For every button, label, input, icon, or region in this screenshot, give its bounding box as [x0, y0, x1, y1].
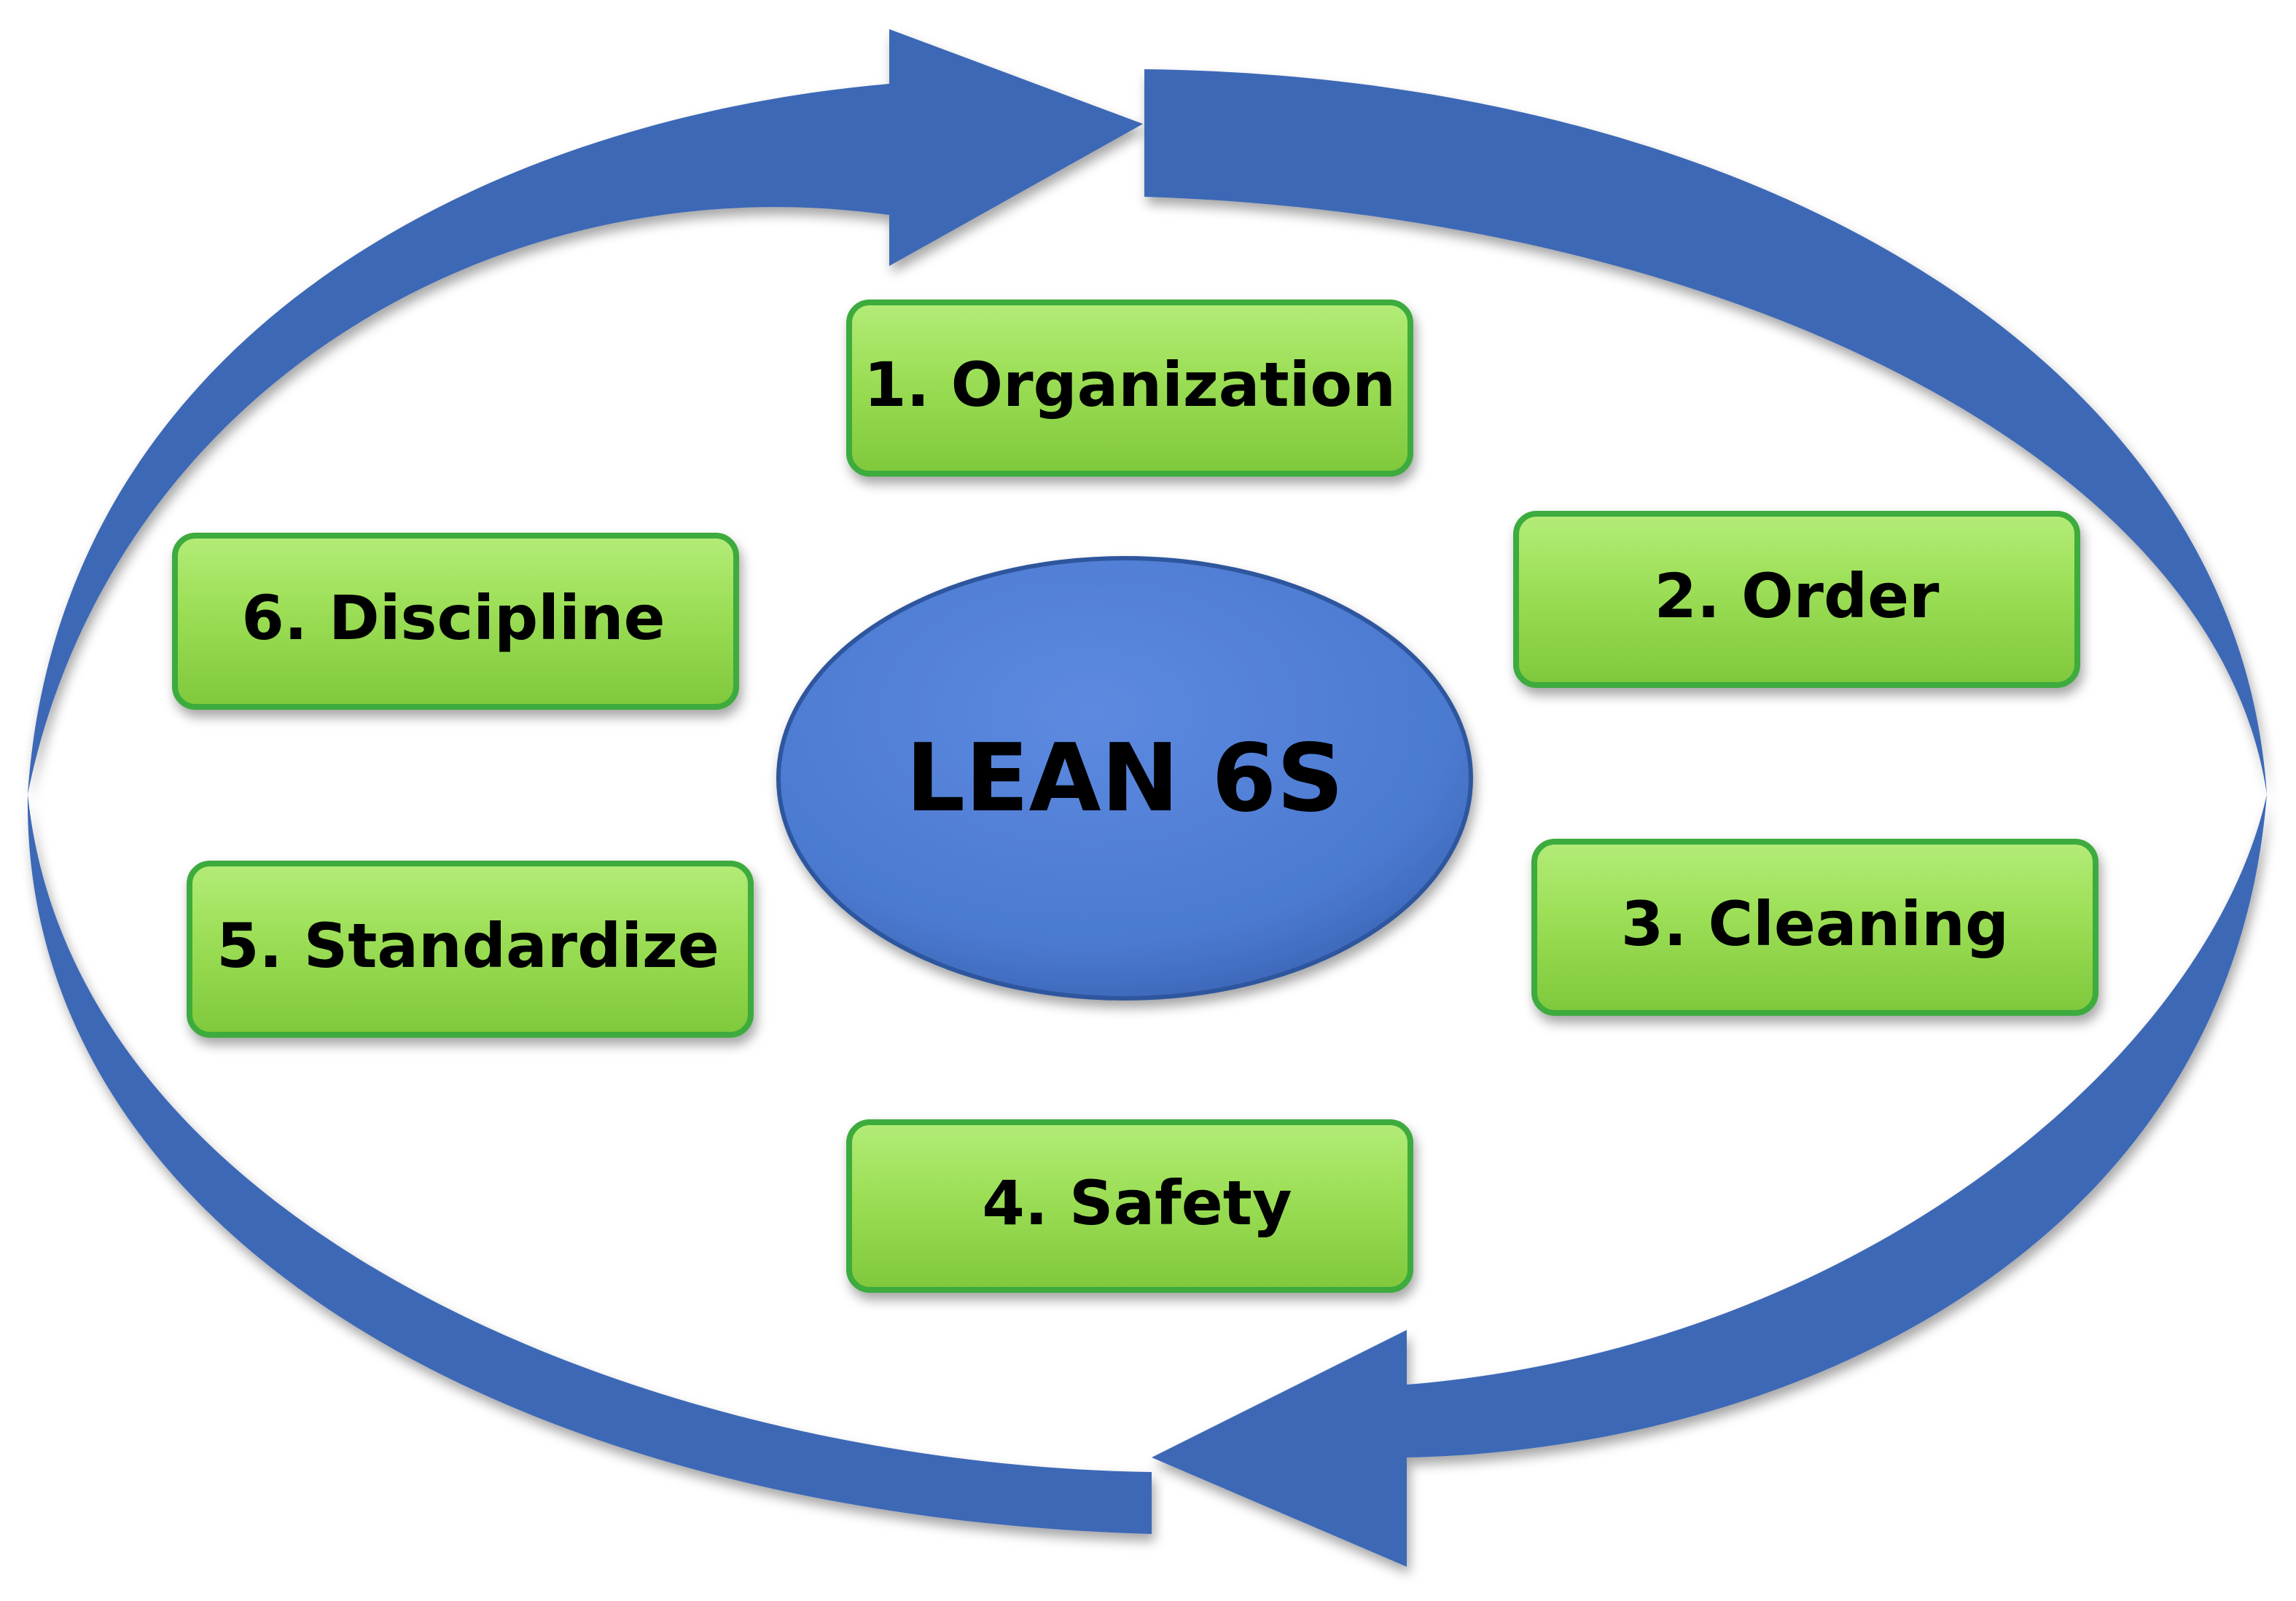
step-box-standardize: 5. Standardize — [187, 861, 754, 1038]
step-label-order: 2. Order — [1655, 560, 1940, 632]
center-node: LEAN 6S — [776, 556, 1473, 1001]
step-box-cleaning: 3. Cleaning — [1531, 839, 2098, 1016]
step-label-standardize: 5. Standardize — [216, 910, 719, 982]
step-box-safety: 4. Safety — [846, 1119, 1413, 1293]
cycle-arrow-top-left — [27, 29, 1152, 1534]
cycle-arrow-bottom-right — [1144, 69, 2267, 1567]
step-label-discipline: 6. Discipline — [241, 582, 665, 654]
step-label-organization: 1. Organization — [864, 349, 1396, 420]
step-box-organization: 1. Organization — [846, 300, 1413, 477]
center-label: LEAN 6S — [906, 724, 1344, 833]
step-label-safety: 4. Safety — [982, 1167, 1292, 1239]
step-label-cleaning: 3. Cleaning — [1621, 888, 2009, 960]
step-box-order: 2. Order — [1513, 511, 2080, 688]
step-box-discipline: 6. Discipline — [172, 533, 739, 710]
